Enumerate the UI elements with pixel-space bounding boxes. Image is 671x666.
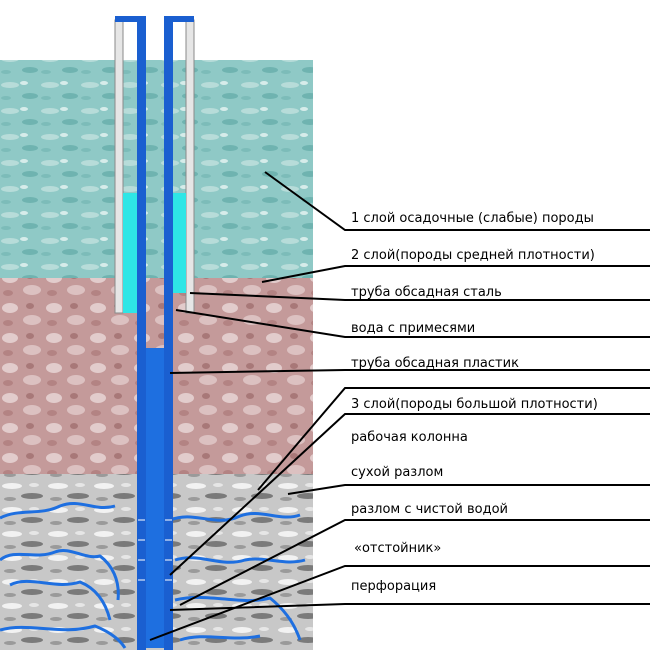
- label-water-impurities: вода с примесями: [351, 321, 475, 336]
- plastic-casing-right-wall: [164, 16, 173, 650]
- plastic-casing-left-wall: [137, 16, 146, 650]
- label-layer-1: 1 слой осадочные (слабые) породы: [351, 211, 594, 226]
- label-steel-casing: труба обсадная сталь: [351, 285, 502, 300]
- water-with-impurities-right: [173, 193, 186, 293]
- water-fractures: [0, 501, 306, 649]
- plastic-casing-right-cap: [164, 16, 194, 22]
- label-sump: «отстойник»: [354, 541, 441, 556]
- label-perforation: перфорация: [351, 579, 436, 594]
- plastic-casing-left-cap: [115, 16, 146, 22]
- label-fracture-clean-water: разлом с чистой водой: [351, 502, 508, 517]
- label-working-column: рабочая колонна: [351, 430, 468, 445]
- water-with-impurities-left: [123, 193, 137, 313]
- steel-casing-left-wall: [114, 19, 124, 314]
- label-layer-2: 2 слой(породы средней плотности): [351, 248, 595, 263]
- label-layer-3: 3 слой(породы большой плотности): [351, 397, 598, 412]
- layer-1-sedimentary: [0, 60, 313, 278]
- label-dry-fracture: сухой разлом: [351, 465, 443, 480]
- label-plastic-casing: труба обсадная пластик: [351, 356, 519, 371]
- working-column-water: [146, 348, 164, 648]
- leader-lines: [149, 171, 650, 641]
- steel-casing-right-wall: [185, 19, 195, 314]
- perforation-marks: [138, 519, 172, 581]
